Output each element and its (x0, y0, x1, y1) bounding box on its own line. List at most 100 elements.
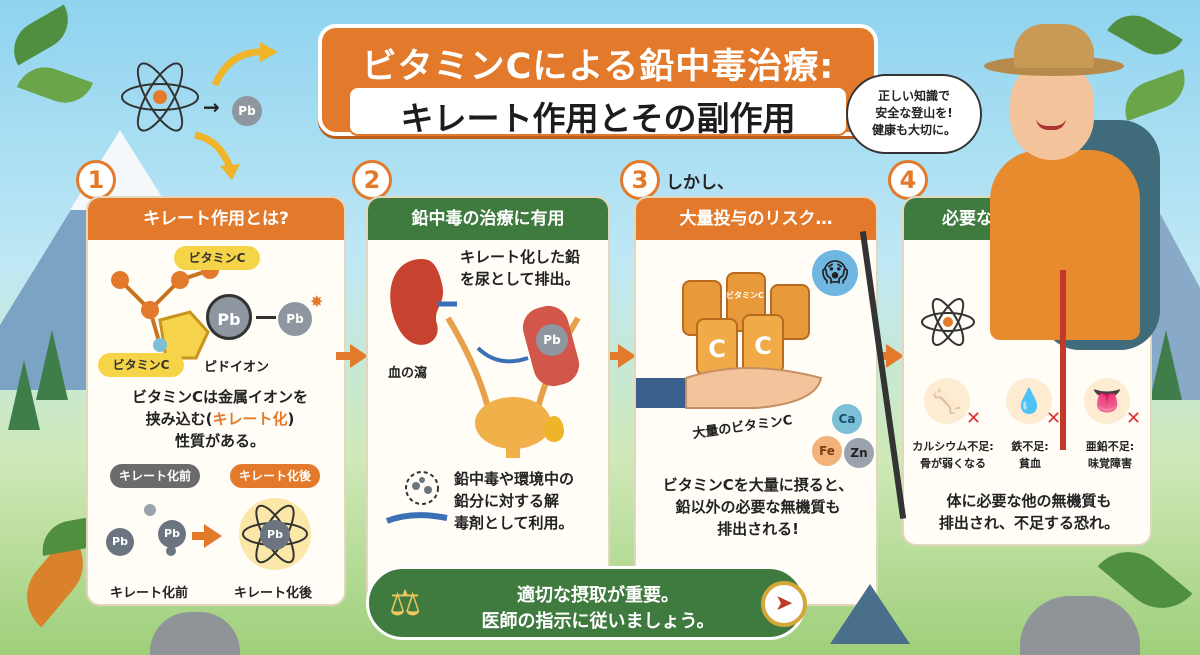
panel-body: 鉛中毒や環境中の 鉛分に対する解 毒剤として利用。 (454, 468, 604, 534)
hat-crown (1014, 24, 1094, 68)
body-line: 挟み込む(キレート化) (102, 408, 338, 430)
pb-ion: Pb (260, 520, 290, 550)
atom-icon (921, 298, 975, 346)
drop-icon (544, 416, 564, 442)
detox-icon (385, 471, 448, 524)
step-number-1: 1 (76, 160, 116, 200)
leaf-decoration (1116, 68, 1194, 122)
vitamin-c-molecule-icon (111, 261, 219, 360)
arrow-stem (604, 352, 620, 360)
pine-tree (8, 360, 40, 430)
bottle-label-text: ビタミンC (726, 291, 764, 300)
bond-line (256, 316, 276, 319)
rock (1020, 596, 1140, 655)
pb-ion: Pb (158, 520, 186, 548)
deficiency-caption: 鉄不足: 貧血 (1000, 438, 1060, 472)
deficiency-caption: 亜鉛不足: 味覚障害 (1070, 438, 1150, 472)
panel-body: 体に必要な他の無機質も 排出され、不足する恐れ。 (910, 490, 1148, 534)
tongue-icon: 👅 (1084, 378, 1130, 424)
flame-icon: ✸ (310, 292, 324, 311)
vitamin-c-label: ビタミンC (174, 246, 260, 270)
pb-ion: Pb (536, 324, 568, 356)
trekking-pole (1060, 270, 1066, 450)
however-label: しかし、 (666, 173, 734, 193)
pine-tree (1150, 330, 1182, 400)
body-text: 挟み込む( (145, 410, 213, 428)
step-number-4: 4 (888, 160, 928, 200)
page-title: ビタミンCによる鉛中毒治療: (361, 47, 835, 87)
subtitle-banner: キレート作用とその副作用 (348, 86, 848, 138)
next-arrow-icon (350, 344, 368, 368)
speech-line: 安全な登山を! (875, 106, 953, 120)
body-line: 体に必要な他の無機質も (946, 492, 1112, 510)
before-caption: キレート化前 (110, 586, 189, 601)
vitamin-c-label: ビタミンC (98, 353, 184, 377)
panel-body: ビタミンCは金属イオンを 挟み込む(キレート化) 性質がある。 (102, 386, 338, 452)
body-line: 鉛中毒や環境中の (454, 470, 575, 488)
arrow-right-icon: → (203, 95, 220, 119)
open-hand-icon (636, 367, 823, 409)
advice-banner: ⚖ 適切な摂取が重要。 医師の指示に従いましょう。 ➤ (366, 566, 807, 640)
after-caption: キレート化後 (234, 586, 313, 601)
after-pill: キレート化後 (230, 464, 320, 488)
mineral-zn: Zn (844, 438, 874, 468)
leaf-decoration (16, 58, 94, 112)
advice-line-2: 医師の指示に従いましょう。 (481, 611, 715, 632)
compass-icon: ➤ (761, 581, 807, 627)
leaf-decoration (3, 4, 79, 66)
body-line: 鉛以外の必要な無機質も (675, 498, 841, 516)
caption-line: を尿として排出。 (460, 270, 580, 288)
kidney-icon (390, 259, 457, 345)
panel-risk: 大量投与のリスク… 😱 C C ビタミンC 大量のビタミンC Ca Fe Zn … (634, 196, 878, 606)
arrow-right-icon (204, 524, 222, 548)
speech-text: 正しい知識で 安全な登山を! 健康も大切に。 (848, 88, 980, 139)
ion-caption: ピドイオン (204, 360, 270, 375)
scale-icon: ⚖ (389, 583, 422, 624)
speech-line: 健康も大切に。 (871, 123, 956, 137)
mineral-ca: Ca (832, 404, 862, 434)
body-line: ビタミンCは金属イオンを (131, 388, 308, 406)
panel-body: ビタミンCを大量に摂ると、 鉛以外の必要な無機質も 排出される! (642, 474, 874, 540)
deficiency-caption: カルシウム不足: 骨が弱くなる (908, 438, 998, 472)
panel-caption: キレート化した鉛 を尿として排出。 (460, 246, 608, 290)
cross-icon: ✕ (1126, 408, 1142, 429)
leaf-decoration (1107, 4, 1183, 66)
bottle-icon: C (696, 318, 738, 376)
panel-heading: 大量投与のリスク… (636, 198, 876, 240)
body-line: 排出される! (717, 520, 799, 538)
curved-arrow-icon (211, 42, 278, 87)
body-text: ) (287, 410, 295, 428)
rock (150, 612, 240, 655)
step-number-3: 3 (620, 160, 660, 200)
advice-line-1: 適切な摂取が重要。 (517, 585, 679, 606)
panel-chelation: キレート作用とは? ビタミンC ビタミンC Pb Pb ✸ ピドイオン ビタミン… (86, 196, 346, 606)
caption-line: キレート化した鉛 (460, 248, 581, 266)
caption-line: 鉄不足: (1011, 440, 1049, 453)
body-line: 毒剤として利用。 (454, 514, 574, 532)
curved-arrow-icon (194, 131, 240, 180)
step-number-2: 2 (352, 160, 392, 200)
cross-icon: ✕ (1046, 408, 1062, 429)
page-subtitle: キレート作用とその副作用 (400, 99, 796, 138)
caption-line: 亜鉛不足: (1085, 440, 1135, 453)
speech-line: 正しい知識で (877, 89, 950, 103)
caption-line: 骨が弱くなる (920, 457, 986, 470)
caption-line: 味覚障害 (1088, 457, 1132, 470)
panel-heading: キレート作用とは? (88, 198, 344, 240)
blood-label: 血の瀉 (388, 366, 428, 381)
mineral-fe: Fe (812, 436, 842, 466)
smile (1036, 118, 1066, 130)
blood-drop-icon: 💧 (1006, 378, 1052, 424)
pb-ion: Pb (232, 96, 262, 126)
hiker-face (1010, 60, 1094, 160)
caption-line: カルシウム不足: (912, 440, 994, 453)
body-line: 性質がある。 (174, 432, 265, 450)
pine-tree (36, 330, 68, 400)
next-arrow-icon (618, 344, 636, 368)
next-arrow-icon (886, 344, 904, 368)
body-line: 鉛分に対する解 (454, 492, 560, 510)
body-line: 排出され、不足する恐れ。 (938, 514, 1120, 532)
arrow-stem (336, 352, 352, 360)
shocked-face-icon: 😱 (812, 250, 858, 296)
atom-dot (144, 504, 156, 516)
